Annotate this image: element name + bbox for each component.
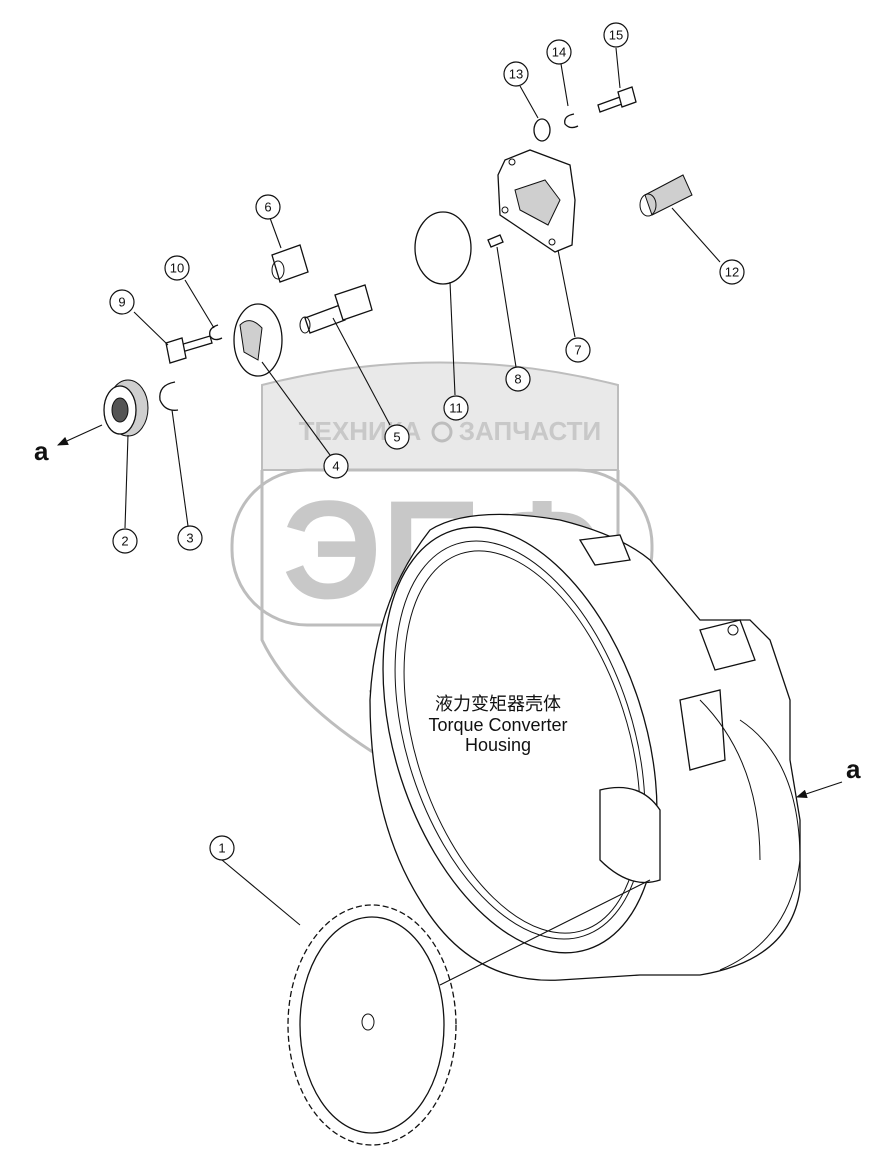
part-15-bolt bbox=[597, 86, 637, 113]
callout-14-label: 14 bbox=[552, 45, 566, 60]
callout-13: 13 bbox=[503, 61, 529, 87]
callout-3: 3 bbox=[177, 525, 203, 551]
view-arrow-left: a bbox=[34, 424, 103, 466]
part-9-bolt bbox=[165, 335, 213, 364]
callout-5: 5 bbox=[384, 424, 410, 450]
part-5-drive-shaft bbox=[299, 284, 373, 334]
housing-label-line3: Housing bbox=[465, 735, 531, 755]
part-1-gear bbox=[287, 904, 457, 1146]
callout-1-label: 1 bbox=[218, 841, 225, 856]
housing-label-chinese: 液力变矩器壳体 bbox=[435, 694, 561, 714]
callout-12-label: 12 bbox=[725, 265, 739, 280]
part-8-pin bbox=[487, 234, 504, 248]
gear-icon bbox=[431, 421, 453, 443]
view-letter-left: a bbox=[34, 436, 49, 466]
callout-9-label: 9 bbox=[118, 295, 125, 310]
callout-12: 12 bbox=[719, 259, 745, 285]
part-3-snap-ring bbox=[159, 381, 179, 411]
part-10-lock-washer bbox=[209, 324, 223, 341]
callout-14: 14 bbox=[546, 39, 572, 65]
torque-converter-housing bbox=[369, 513, 801, 981]
callout-6: 6 bbox=[255, 194, 281, 220]
callout-15-label: 15 bbox=[609, 28, 623, 43]
part-14-lock-washer bbox=[564, 113, 579, 129]
housing-label-line2: Torque Converter bbox=[428, 715, 567, 735]
callout-15: 15 bbox=[603, 22, 629, 48]
watermark-text-right: ЗАПЧАСТИ bbox=[459, 416, 602, 446]
callout-11: 11 bbox=[443, 395, 469, 421]
callout-10: 10 bbox=[164, 255, 190, 281]
leader-lines bbox=[124, 47, 721, 986]
view-letter-right: a bbox=[846, 754, 861, 784]
callout-11-label: 11 bbox=[449, 401, 463, 416]
callout-2: 2 bbox=[112, 528, 138, 554]
part-13-washer bbox=[533, 118, 551, 142]
part-12-spring bbox=[639, 174, 693, 217]
callout-2-label: 2 bbox=[121, 534, 128, 549]
part-11-o-ring bbox=[414, 211, 472, 285]
callout-6-label: 6 bbox=[264, 200, 271, 215]
callout-7: 7 bbox=[565, 337, 591, 363]
part-4-pump-plate bbox=[233, 303, 283, 377]
callout-7-label: 7 bbox=[574, 343, 581, 358]
callout-4-label: 4 bbox=[332, 459, 339, 474]
callout-8-label: 8 bbox=[514, 372, 521, 387]
callout-5-label: 5 bbox=[393, 430, 400, 445]
part-6-gear bbox=[271, 244, 309, 283]
callout-8: 8 bbox=[505, 366, 531, 392]
part-2-bearing bbox=[103, 379, 149, 437]
part-7-pump-cover bbox=[497, 149, 576, 253]
callout-10-label: 10 bbox=[170, 261, 184, 276]
callout-3-label: 3 bbox=[186, 531, 193, 546]
callouts: 1 2 3 4 5 6 7 8 9 10 11 12 13 14 15 bbox=[109, 22, 745, 861]
view-arrow-right: a bbox=[795, 754, 861, 799]
callout-13-label: 13 bbox=[509, 67, 523, 82]
callout-1: 1 bbox=[209, 835, 235, 861]
callout-9: 9 bbox=[109, 289, 135, 315]
callout-4: 4 bbox=[323, 453, 349, 479]
